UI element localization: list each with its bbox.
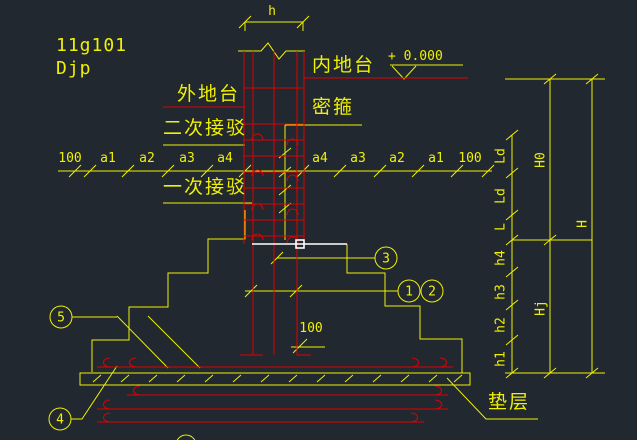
dim-ld-1: Ld [493,148,509,164]
dense-stirrups-label: 密箍 [312,96,355,118]
callout-4-leader [71,365,118,420]
footing-bottom-bars [97,385,448,423]
yellow-linework [48,15,605,440]
callout-circle-4[interactable] [48,407,72,431]
second-splice-label: 二次接驳 [163,117,248,139]
horizontal-dimension-ticks [68,164,495,178]
callout-circle-1[interactable] [397,279,421,303]
column-stirrups [244,87,304,237]
dim-left-a4: a4 [217,151,233,166]
elevation-value: + 0.000 [388,49,443,64]
footing-top-bars [97,357,453,368]
dim-h2: h2 [493,317,509,333]
callout-3-leader [270,251,375,265]
inner-ground-label: 内地台 [312,54,376,76]
callout-circle-5[interactable] [49,305,73,329]
callout-circle-2[interactable] [420,279,444,303]
foundation-steps-left [91,210,246,372]
base-extension-label: 100 [299,321,323,336]
h-dimension-ticks [238,15,310,29]
dim-right-100: 100 [458,151,482,166]
callout-number-2: 2 [428,284,436,300]
foundation-steps-right [346,244,463,373]
selection-grip-handle[interactable] [295,239,305,249]
dim-right-a1: a1 [428,151,444,166]
callout-number-3: 3 [382,251,390,267]
step-diagonal-bars [116,315,201,369]
outer-ground-label: 外地台 [177,83,241,105]
dim-h4: h4 [493,250,509,266]
callout-circle-3[interactable] [374,246,398,270]
callout-number-5: 5 [57,310,65,326]
callout-number-4: 4 [56,412,64,428]
dim-left-a3: a3 [179,151,195,166]
dim-right-a4: a4 [312,151,328,166]
column-width-label: h [268,4,276,19]
dim-hj: Hj [533,300,549,316]
selected-entity[interactable] [252,239,347,249]
cushion-slab-outline [79,372,471,386]
elevation-marker [390,64,463,80]
base-100-dimension [291,338,325,354]
drawing-type-label: Djp [56,58,92,79]
dim-h3: h3 [493,284,509,300]
cushion-layer-label: 垫层 [488,391,531,413]
first-splice-label: 一次接驳 [163,176,248,198]
partial-circle-bottom[interactable] [176,434,196,440]
elevation-triangle-icon [391,65,417,80]
h-dimension [238,15,310,31]
cushion-layer-leader [446,377,538,420]
column-vertical-bars [240,51,311,356]
column-top-break-line [238,42,305,60]
callout-number-1: 1 [405,284,413,300]
red-linework [97,51,468,423]
drawing-code-label: 11g101 [56,35,128,56]
dim-right-a2: a2 [389,151,405,166]
callout-1-2-leader [244,284,398,298]
dim-h0: H0 [533,152,549,168]
dim-right-a3: a3 [350,151,366,166]
dim-l: L [493,223,509,231]
horizontal-dimension-line [58,164,495,178]
cushion-slab-rebar-ticks [92,374,463,383]
dim-left-a1: a1 [100,151,116,166]
dim-h1: h1 [493,351,509,367]
vertical-dimension-lines [505,73,605,379]
vertical-dimension-ticks [505,73,599,379]
dim-left-100: 100 [58,151,82,166]
dim-h-total: H [575,220,591,228]
column-splice-hooks [251,133,299,244]
dim-left-a2: a2 [139,151,155,166]
dense-stirrup-leader [278,124,362,240]
dim-ld-2: Ld [493,188,509,204]
